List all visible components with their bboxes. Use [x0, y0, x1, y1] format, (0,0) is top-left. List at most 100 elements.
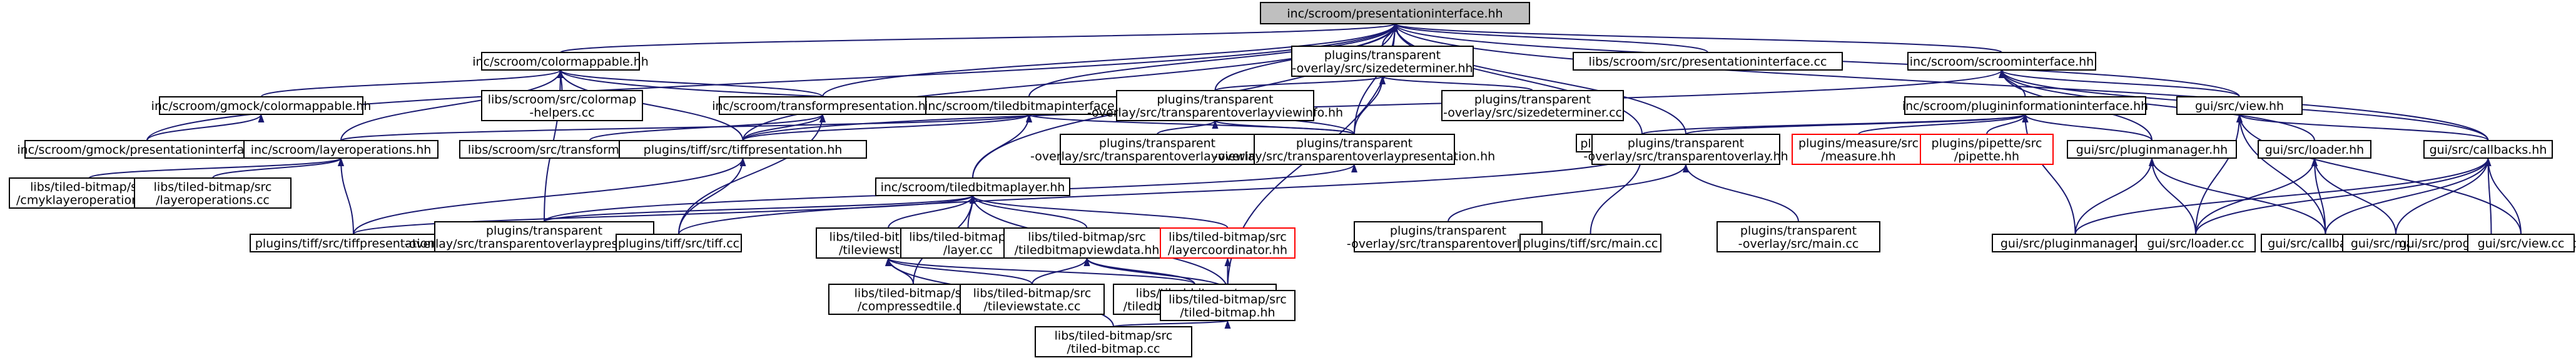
dependency-edge: [340, 69, 564, 141]
dependency-edge: [2074, 157, 2492, 235]
node-box: [619, 140, 867, 159]
dependency-edge: [888, 195, 976, 229]
node-label: /tiled-bitmap.hh: [1180, 306, 1275, 320]
dependency-edge: [1858, 114, 2029, 135]
dependency-edge: [1392, 23, 1643, 135]
node-label: -overlay/src/sizedeterminer.cc: [1443, 106, 1622, 120]
node-box: [1260, 2, 1530, 24]
node-label: plugins/transparent: [1628, 137, 1744, 151]
node-label: libs/tiled-bitmap/src: [1028, 231, 1146, 244]
graph-node-transformpresentation[interactable]: inc/scroom/transformpresentation.hh: [712, 96, 933, 115]
dependency-edge: [560, 23, 1398, 53]
graph-node-presentationinterface-cc[interactable]: libs/scroom/src/presentationinterface.cc: [1573, 52, 1843, 71]
node-label: /pipette.hh: [1954, 150, 2019, 164]
graph-node-scroominterface[interactable]: inc/scroom/scroominterface.hh: [1907, 52, 2096, 71]
graph-node-viewdata-hh[interactable]: libs/tiled-bitmap/src/tiledbitmapviewdat…: [1003, 227, 1170, 259]
node-label: libs/tiled-bitmap/src: [1169, 231, 1287, 244]
graph-node-tiffpresentation-cc[interactable]: plugins/tiff/src/tiffpresentation.cc: [250, 234, 457, 252]
graph-node-view-cc[interactable]: gui/src/view.cc: [2467, 234, 2575, 252]
graph-node-tiff-main-cc[interactable]: plugins/tiff/src/main.cc: [1519, 234, 1661, 252]
graph-node-overlaypresentation-hh[interactable]: plugins/transparent-overlay/src/transpar…: [1214, 134, 1495, 165]
graph-node-layerops-cc[interactable]: libs/tiled-bitmap/src/layeroperations.cc: [134, 177, 292, 209]
graph-node-sizedeterminer[interactable]: plugins/transparent-overlay/src/sizedete…: [1291, 46, 1474, 77]
dependency-edge: [1392, 23, 1686, 135]
dependency-edge: [2325, 157, 2492, 235]
node-label: plugins/tiff/src/tiffpresentation.hh: [644, 143, 843, 157]
graph-node-pluginmanager-hh[interactable]: gui/src/pluginmanager.hh: [2067, 140, 2237, 159]
graph-node-overlay-cc[interactable]: plugins/transparent-overlay/src/transpar…: [1347, 221, 1549, 252]
dependency-edge: [2022, 114, 2076, 235]
graph-node-viewinfo-cc[interactable]: plugins/transparent-overlay/src/transpar…: [1030, 134, 1284, 165]
graph-node-pipette-hh[interactable]: plugins/pipette/src/pipette.hh: [1920, 134, 2054, 165]
dependency-edge: [2236, 114, 2326, 235]
graph-node-tiff-cc[interactable]: plugins/tiff/src/tiff.cc: [616, 234, 742, 252]
dependency-edge: [353, 157, 746, 235]
node-box: [1573, 52, 1843, 71]
dependency-edge: [2236, 114, 2489, 141]
node-label: plugins/transparent: [1390, 224, 1506, 238]
graph-node-tileviewstate-cc[interactable]: libs/tiled-bitmap/src/tileviewstate.cc: [960, 284, 1105, 315]
graph-node-tiledbitmaplayer[interactable]: inc/scroom/tiledbitmaplayer.hh: [875, 177, 1070, 196]
dependency-edge: [338, 157, 354, 235]
graph-node-overlay-main-cc[interactable]: plugins/transparent-overlay/src/main.cc: [1716, 221, 1880, 252]
graph-node-colormappable[interactable]: inc/scroom/colormappable.hh: [472, 52, 649, 71]
graph-node-colormap-helpers[interactable]: libs/scroom/src/colormap-helpers.cc: [481, 90, 643, 121]
dependency-edge: [1157, 120, 1219, 135]
node-label: inc/scroom/gmock/presentationinterface.h…: [17, 143, 276, 157]
node-label: gui/src/view.cc: [2478, 237, 2565, 251]
dependency-edge: [260, 69, 564, 97]
dependency-edge: [1590, 151, 1645, 235]
node-layer: inc/scroom/presentationinterface.hh inc/s…: [9, 2, 2576, 357]
node-box: [1904, 96, 2146, 115]
graph-node-overlaypresentation-cc[interactable]: plugins/transparent-overlay/src/transpar…: [404, 221, 684, 252]
graph-node-plugininformation[interactable]: inc/scroom/plugininformationinterface.hh: [1902, 96, 2148, 115]
node-box: [1441, 90, 1624, 121]
node-label: libs/scroom/src/presentationinterface.cc: [1589, 55, 1827, 69]
dependency-edge: [1392, 23, 2002, 53]
node-box: [960, 284, 1105, 315]
graph-node-loader-hh[interactable]: gui/src/loader.hh: [2258, 140, 2371, 159]
dependency-edge: [1083, 257, 1195, 285]
dependency-edge: [353, 195, 976, 235]
dependency-edge: [2022, 114, 2153, 141]
node-label: plugins/transparent: [486, 224, 602, 238]
dependency-edge: [1685, 114, 2029, 135]
dependency-edge: [557, 69, 744, 141]
dependency-edge: [1392, 23, 1708, 53]
dependency-edge: [2149, 157, 2326, 235]
node-box: [1519, 234, 1661, 252]
graph-node-tiledbitmap-cc[interactable]: libs/tiled-bitmap/src/tiled-bitmap.cc: [1035, 326, 1192, 357]
dependency-edge: [822, 23, 1398, 97]
node-box: [1291, 46, 1474, 77]
node-label: inc/scroom/tiledbitmapinterface.hh: [925, 99, 1133, 113]
graph-node-loader-cc[interactable]: gui/src/loader.cc: [2136, 234, 2256, 252]
node-label: /layer.cc: [943, 244, 993, 257]
node-label: inc/scroom/gmock/colormappable.hh: [151, 99, 372, 113]
graph-node-sizedeterminer-cc[interactable]: plugins/transparent-overlay/src/sizedete…: [1441, 90, 1624, 121]
graph-node-gmock-presentation[interactable]: inc/scroom/gmock/presentationinterface.h…: [17, 140, 277, 159]
graph-node-pluginmanager-cc[interactable]: gui/src/pluginmanager.cc: [1992, 234, 2159, 252]
graph-node-callbacks-hh[interactable]: gui/src/callbacks.hh: [2423, 140, 2553, 159]
node-box: [1907, 52, 2096, 71]
graph-node-root[interactable]: inc/scroom/presentationinterface.hh: [1260, 2, 1530, 24]
graph-node-overlay-hh[interactable]: plugins/transparent-overlay/src/transpar…: [1583, 134, 1788, 165]
graph-node-layeroperations-hh[interactable]: inc/scroom/layeroperations.hh: [243, 140, 439, 159]
node-box: [1591, 134, 1780, 165]
graph-node-view-hh[interactable]: gui/src/view.hh: [2176, 96, 2303, 115]
node-label: plugins/transparent: [1740, 224, 1857, 238]
node-label: inc/scroom/layeroperations.hh: [251, 143, 432, 157]
graph-node-measure-hh[interactable]: plugins/measure/src/measure.hh: [1792, 134, 1925, 165]
node-box: [2258, 140, 2371, 159]
node-label: inc/scroom/scroominterface.hh: [1910, 55, 2094, 69]
graph-node-viewinfo-hh[interactable]: plugins/transparent-overlay/src/transpar…: [1087, 90, 1343, 121]
graph-node-layercoordinator-hh[interactable]: libs/tiled-bitmap/src/layercoordinator.h…: [1160, 227, 1296, 259]
graph-node-gmock-colormappable[interactable]: inc/scroom/gmock/colormappable.hh: [151, 96, 372, 115]
dependency-edge: [557, 69, 823, 97]
node-label: -overlay/src/transparentoverlayviewinfo.…: [1030, 150, 1284, 164]
dependency-edge: [2074, 157, 2155, 235]
node-box: [1160, 290, 1296, 321]
node-box: [1116, 90, 1314, 121]
node-box: [875, 177, 1070, 196]
graph-node-tiledbitmap-hh[interactable]: libs/tiled-bitmap/src/tiled-bitmap.hh: [1160, 290, 1296, 321]
graph-node-tiffpresentation-hh[interactable]: plugins/tiff/src/tiffpresentation.hh: [619, 140, 867, 159]
